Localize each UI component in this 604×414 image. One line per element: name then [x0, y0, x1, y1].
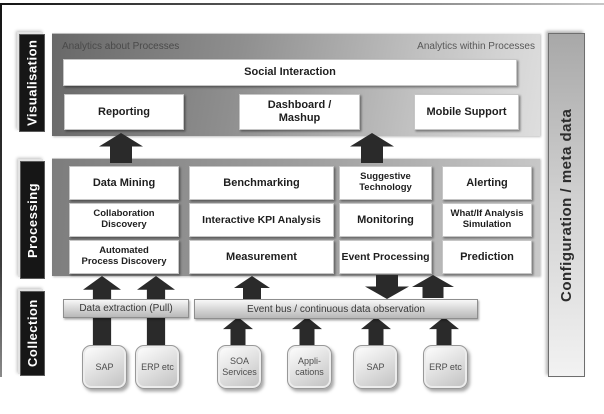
up-arrow-measurement-icon [234, 276, 270, 299]
source-erp-1-box: ERP etc [135, 345, 180, 389]
layer-label-processing: Processing [20, 161, 45, 279]
source-sap-1-box: SAP [82, 345, 127, 389]
up-arrow-sap2-icon [361, 317, 391, 346]
source-sap-2-box: SAP [353, 345, 398, 389]
dashboard-mashup-box: Dashboard / Mashup [239, 94, 360, 130]
alerting-box: Alerting [442, 166, 532, 200]
up-arrow-event-bus-icon [412, 275, 454, 298]
data-mining-box: Data Mining [69, 166, 179, 200]
layer-label-visualisation: Visualisation [19, 34, 45, 132]
scan-border-top [0, 3, 604, 5]
monitoring-box: Monitoring [339, 203, 432, 237]
analytics-about-processes-label: Analytics about Processes [62, 41, 180, 52]
automated-process-discovery-box: Automated Process Discovery [69, 240, 179, 274]
data-extraction-pull-bar: Data extraction (Pull) [63, 299, 189, 318]
social-interaction-box: Social Interaction [63, 59, 517, 86]
source-applications-box: Appli- cations [287, 345, 332, 389]
down-arrow-event-processing-icon [365, 275, 409, 299]
up-arrow-erp2-icon [429, 317, 459, 346]
analytics-within-processes-label: Analytics within Processes [417, 41, 535, 52]
reporting-box: Reporting [64, 94, 184, 130]
collaboration-discovery-box: Collaboration Discovery [69, 203, 179, 237]
up-arrow-applications-icon [292, 317, 322, 346]
prediction-box: Prediction [442, 240, 532, 274]
source-erp-2-box: ERP etc [423, 345, 468, 389]
source-soa-services-box: SOA Services [217, 345, 262, 389]
interactive-kpi-analysis-box: Interactive KPI Analysis [189, 203, 334, 237]
visualisation-panel: Analytics about Processes Analytics with… [52, 33, 540, 136]
layer-label-collection: Collection [20, 291, 45, 376]
processing-panel: Data Mining Collaboration Discovery Auto… [52, 158, 540, 276]
whatif-analysis-simulation-box: What/If Analysis Simulation [442, 203, 532, 237]
benchmarking-box: Benchmarking [189, 166, 334, 200]
event-bus-bar: Event bus / continuous data observation [194, 299, 478, 319]
scan-border-left [0, 3, 2, 377]
suggestive-technology-box: Suggestive Technology [339, 166, 432, 200]
measurement-box: Measurement [189, 240, 334, 274]
mobile-support-box: Mobile Support [414, 94, 519, 130]
configuration-metadata-sidebar: Configuration / meta data [548, 33, 585, 377]
event-processing-box: Event Processing [339, 240, 432, 274]
up-arrow-soa-icon [223, 317, 253, 346]
